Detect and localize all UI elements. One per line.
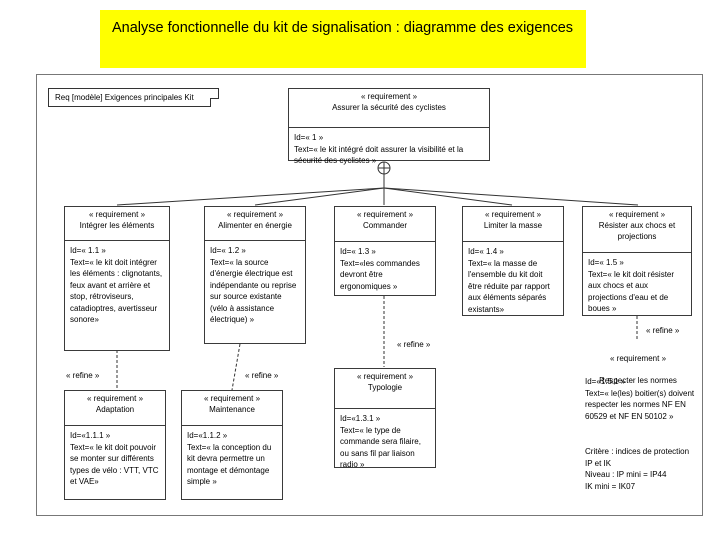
requirement-stereotype: « requirement » xyxy=(86,394,144,403)
requirement-1-3: « requirement » Commander Id=« 1.3 » Tex… xyxy=(334,206,436,296)
requirement-stereotype: « requirement » xyxy=(356,372,414,381)
refine-label: « refine » xyxy=(66,371,100,380)
requirement-text: Id=« 1.2 » Text=« la source d'énergie él… xyxy=(210,246,297,324)
requirement-text: Id=« 1.5 » Text=« le kit doit résister a… xyxy=(588,258,675,313)
requirement-text: Id=«1.1.1 » Text=« le kit doit pouvoir s… xyxy=(70,431,159,486)
requirement-1-3-1: « requirement » Typologie Id=«1.3.1 » Te… xyxy=(334,368,436,469)
requirement-stereotype: « requirement » xyxy=(203,394,261,403)
requirement-1-2: « requirement » Alimenter en énergie Id=… xyxy=(204,206,306,344)
diagram-title: Analyse fonctionnelle du kit de signalis… xyxy=(100,10,586,68)
requirement-name: Assurer la sécurité des cyclistes xyxy=(332,103,446,112)
diagram-frame xyxy=(36,74,703,516)
requirement-stereotype: « requirement » xyxy=(88,210,146,219)
requirement-stereotype: « requirement » xyxy=(356,210,414,219)
requirement-stereotype: « requirement » xyxy=(226,210,284,219)
requirement-name: Alimenter en énergie xyxy=(218,221,292,230)
requirement-name: Typologie xyxy=(367,383,403,392)
requirement-stereotype: « requirement » xyxy=(484,210,542,219)
frame-label: Req [modèle] Exigences principales Kit xyxy=(48,88,219,107)
refine-label: « refine » xyxy=(245,371,279,380)
requirement-name: Maintenance xyxy=(209,405,255,414)
refine-label: « refine » xyxy=(646,326,680,335)
requirement-1-1-1: « requirement » Adaptation Id=«1.1.1 » T… xyxy=(64,390,166,500)
requirement-criteria: Critère : indices de protection IP et IK… xyxy=(585,447,690,491)
requirement-text: Id=«1.1.2 » Text=« la conception du kit … xyxy=(187,431,272,486)
requirement-1-1: « requirement » Intégrer les éléments Id… xyxy=(64,206,170,351)
requirement-1-5: « requirement » Résister aux chocs et pr… xyxy=(582,206,692,316)
requirement-text: Id=«1.5.1 » Text=« le(les) boitier(s) do… xyxy=(585,377,695,421)
requirement-name: Commander xyxy=(362,221,407,230)
requirement-1-1-2: « requirement » Maintenance Id=«1.1.2 » … xyxy=(181,390,283,500)
requirement-1-5-1-header: « requirement » Respecter les normes xyxy=(586,342,690,397)
requirement-text: Id=«1.3.1 » Text=« le type de commande s… xyxy=(340,414,421,469)
requirement-text: Id=« 1.1 » Text=« le kit doit intégrer l… xyxy=(70,246,163,324)
requirement-stereotype: « requirement » xyxy=(609,354,667,363)
requirement-name: Adaptation xyxy=(95,405,135,414)
requirement-stereotype: « requirement » xyxy=(360,92,418,101)
requirement-name: Résister aux chocs et projections xyxy=(598,221,676,241)
requirement-root: « requirement » Assurer la sécurité des … xyxy=(288,88,490,165)
requirement-name: Intégrer les éléments xyxy=(79,221,155,230)
requirement-name: Limiter la masse xyxy=(483,221,543,230)
requirement-text: Id=« 1.3 » Text=«les commandes devront ê… xyxy=(340,247,420,291)
refine-label: « refine » xyxy=(397,340,431,349)
requirement-stereotype: « requirement » xyxy=(608,210,666,219)
requirement-text: Id=« 1.4 » Text=« la masse de l'ensemble… xyxy=(468,247,550,314)
requirement-1-4: « requirement » Limiter la masse Id=« 1.… xyxy=(462,206,564,316)
requirement-text: Id=« 1 » Text=« le kit intégré doit assu… xyxy=(294,133,464,165)
requirement-name: Respecter les normes xyxy=(599,376,677,385)
